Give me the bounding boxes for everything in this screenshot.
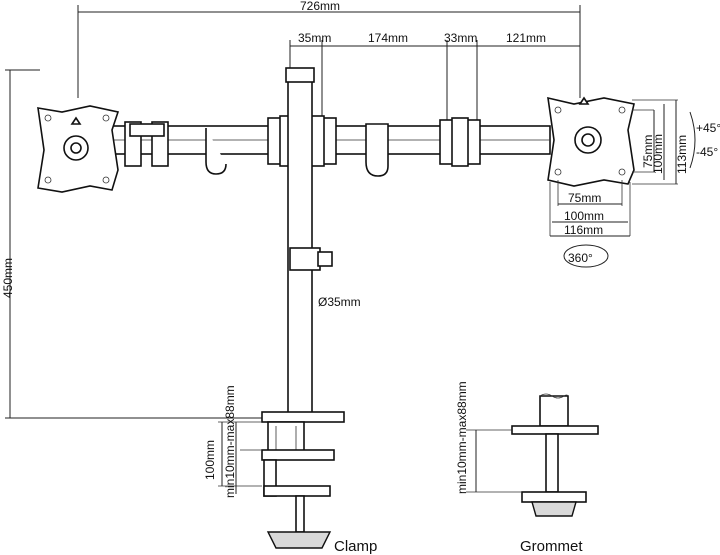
clamp-range-label: min10mm-max88mm <box>223 385 237 498</box>
tilt-plus-label: +45° <box>696 121 720 135</box>
vesa-w-100-label: 100mm <box>564 209 604 223</box>
right-plate-horizontal-dimensions: 75mm 100mm 116mm 360° <box>549 180 631 268</box>
clamp-100-label: 100mm <box>203 440 217 480</box>
left-vesa-plate <box>37 105 120 193</box>
vesa-h-100-label: 100mm <box>651 134 665 174</box>
vesa-h-75-label: 75mm <box>641 135 655 168</box>
segment-dimensions: 35mm 174mm 33mm 121mm <box>289 31 580 125</box>
right-plate-vertical-dimensions: 75mm 100mm 113mm +45° -45° <box>632 99 720 185</box>
tilt-minus-label: -45° <box>696 145 718 159</box>
grommet-range-label: min10mm-max88mm <box>455 381 469 494</box>
grommet <box>511 393 599 517</box>
seg-33-label: 33mm <box>444 31 477 45</box>
overall-width-label: 726mm <box>300 0 340 13</box>
grommet-dimensions: min10mm-max88mm <box>455 381 522 494</box>
clamp-dimensions: 100mm min10mm-max88mm <box>203 385 262 498</box>
plate-w-116-label: 116mm <box>564 223 603 237</box>
right-vesa-plate <box>547 96 635 187</box>
vesa-w-75-label: 75mm <box>568 191 601 205</box>
grommet-label: Grommet <box>520 538 583 555</box>
height-450-label: 450mm <box>1 258 15 298</box>
seg-121-label: 121mm <box>506 31 546 45</box>
plate-h-113-label: 113mm <box>675 135 689 174</box>
clamp-label: Clamp <box>334 538 377 555</box>
pole: Ø35mm <box>285 67 361 421</box>
pole-diameter-label: Ø35mm <box>318 295 361 309</box>
horizontal-arm <box>99 115 551 177</box>
rotate-label: 360° <box>568 251 593 265</box>
seg-174-label: 174mm <box>368 31 408 45</box>
clamp <box>261 411 345 549</box>
height-dimension: 450mm <box>1 69 262 419</box>
overall-width-dimension: 726mm <box>77 0 581 98</box>
seg-35-label: 35mm <box>298 31 331 45</box>
